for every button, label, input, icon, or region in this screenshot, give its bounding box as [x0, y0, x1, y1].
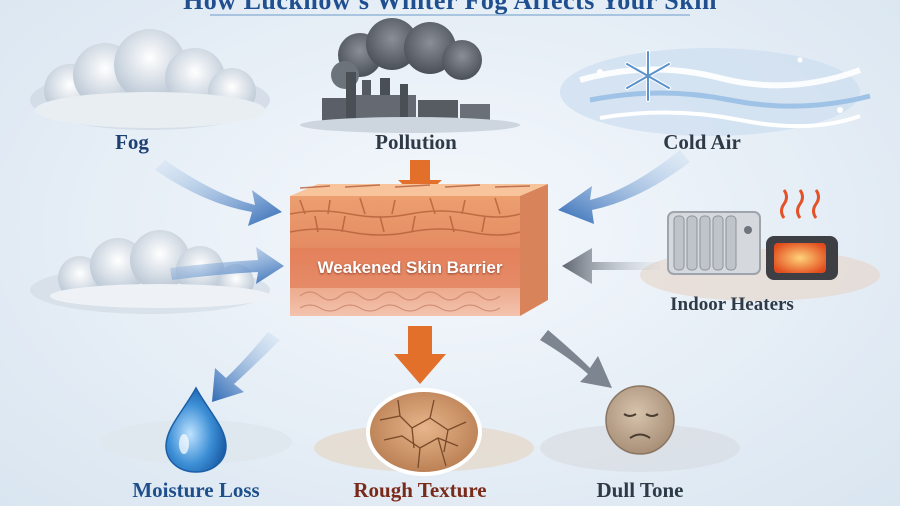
page-title: How Lucknow's Winter Fog Affects Your Sk…: [183, 0, 717, 15]
arrow-rough-texture: [394, 326, 446, 384]
label-fog: Fog: [115, 130, 149, 154]
arrow-moisture-loss: [212, 332, 280, 402]
skin-layers-icon: [289, 184, 548, 316]
cracked-skin-icon: [314, 388, 534, 476]
heater-icon: [640, 189, 880, 301]
label-weakened-skin-barrier: Weakened Skin Barrier: [317, 258, 503, 277]
arrow-fog-mid: [170, 247, 284, 284]
arrow-cold-air: [558, 150, 690, 224]
label-moisture-loss: Moisture Loss: [132, 478, 260, 502]
fog-cloud-icon: [30, 29, 270, 130]
title-underline: [210, 14, 690, 16]
arrow-dull-tone: [540, 330, 612, 388]
arrow-heaters: [562, 248, 660, 284]
fog-cloud-icon: [30, 230, 270, 314]
label-pollution: Pollution: [375, 130, 457, 154]
label-rough-texture: Rough Texture: [353, 478, 487, 502]
label-indoor-heaters: Indoor Heaters: [670, 294, 794, 315]
arrow-fog: [155, 160, 282, 226]
label-dull-tone: Dull Tone: [596, 478, 684, 502]
water-drop-icon: [100, 386, 292, 473]
snowflake-wind-icon: [560, 48, 871, 136]
label-cold-air: Cold Air: [663, 130, 741, 154]
factory-icon: [300, 18, 520, 133]
sad-face-icon: [540, 385, 740, 472]
